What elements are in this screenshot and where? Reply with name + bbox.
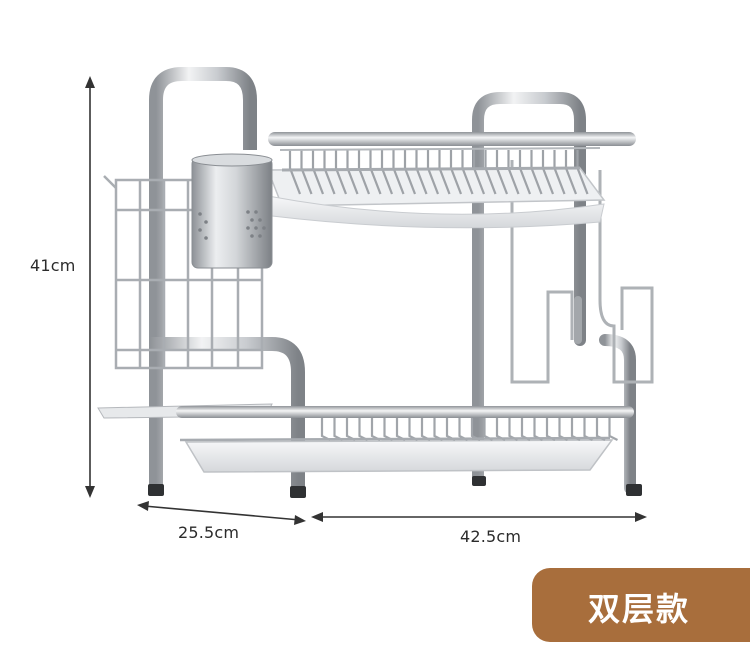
depth-dimension-line	[137, 501, 306, 525]
height-label: 41cm	[30, 256, 76, 275]
rear-frame	[472, 92, 636, 494]
utensil-basket	[103, 175, 264, 370]
side-hooks	[510, 160, 654, 384]
depth-label: 25.5cm	[178, 523, 240, 542]
lower-rack	[97, 403, 634, 473]
upper-rack	[266, 132, 636, 229]
width-dimension-line	[311, 512, 647, 522]
variant-badge-label: 双层款	[588, 590, 691, 628]
cutlery-cup	[191, 153, 273, 269]
height-dimension-line	[85, 76, 95, 498]
rack-feet	[148, 476, 642, 498]
width-label: 42.5cm	[460, 527, 522, 546]
front-frame	[149, 67, 305, 488]
variant-badge	[532, 568, 750, 642]
